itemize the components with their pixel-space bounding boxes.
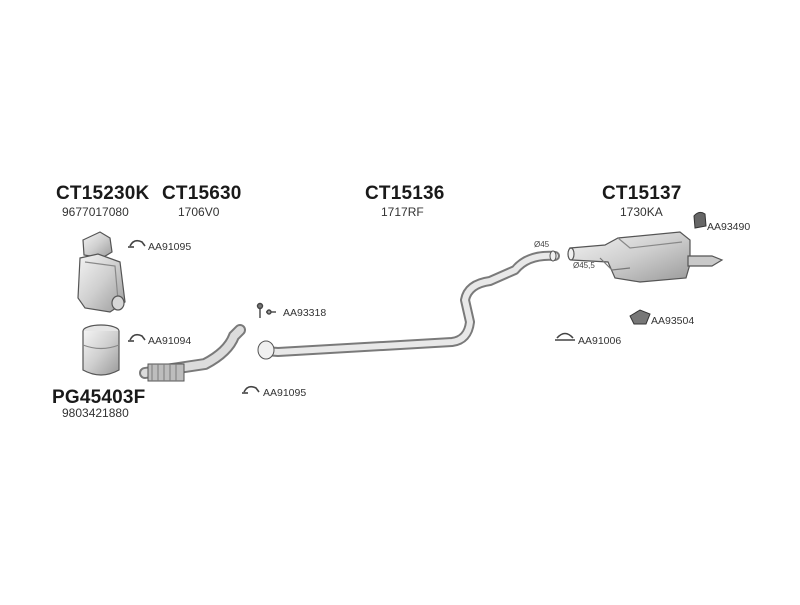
front-pipe-code: CT15630 <box>162 183 242 204</box>
particulate-filter-code: PG45403F <box>52 387 146 408</box>
middle-pipe-code: CT15136 <box>365 183 445 204</box>
rear-silencer-code: CT15137 <box>602 183 682 204</box>
bolt-kit-icon[interactable] <box>256 302 277 319</box>
front-pipe-part[interactable] <box>139 324 246 382</box>
clamp-top-icon[interactable] <box>128 239 146 248</box>
rear-silencer-part[interactable] <box>567 231 724 283</box>
clamp-right-label: AA91006 <box>578 335 622 347</box>
rear-silencer-oe: 1730KA <box>620 205 663 219</box>
rubber-mount-mid-label: AA93504 <box>651 315 695 327</box>
particulate-filter-oe: 9803421880 <box>62 406 129 420</box>
clamp-mid-icon[interactable] <box>128 333 146 342</box>
middle-pipe-oe: 1717RF <box>381 205 424 219</box>
catalyst-part[interactable] <box>77 231 126 313</box>
middle-pipe-part[interactable] <box>257 250 560 360</box>
rubber-mount-mid-icon[interactable] <box>629 309 651 325</box>
catalyst-oe: 9677017080 <box>62 205 129 219</box>
particulate-filter-part[interactable] <box>82 324 120 376</box>
diameter-label-2: Ø45,5 <box>573 261 595 270</box>
clamp-top-label: AA91095 <box>148 241 192 253</box>
catalyst-code: CT15230K <box>56 183 150 204</box>
clamp-bottom-label: AA91095 <box>263 387 307 399</box>
clamp-mid-label: AA91094 <box>148 335 192 347</box>
clamp-bottom-icon[interactable] <box>242 385 260 394</box>
bolt-kit-label: AA93318 <box>283 307 327 319</box>
rubber-mount-top-label: AA93490 <box>707 221 751 233</box>
diameter-label-1: Ø45 <box>534 240 550 249</box>
rubber-mount-top-icon[interactable] <box>693 211 707 229</box>
clamp-right-icon[interactable] <box>555 332 575 341</box>
front-pipe-oe: 1706V0 <box>178 205 220 219</box>
